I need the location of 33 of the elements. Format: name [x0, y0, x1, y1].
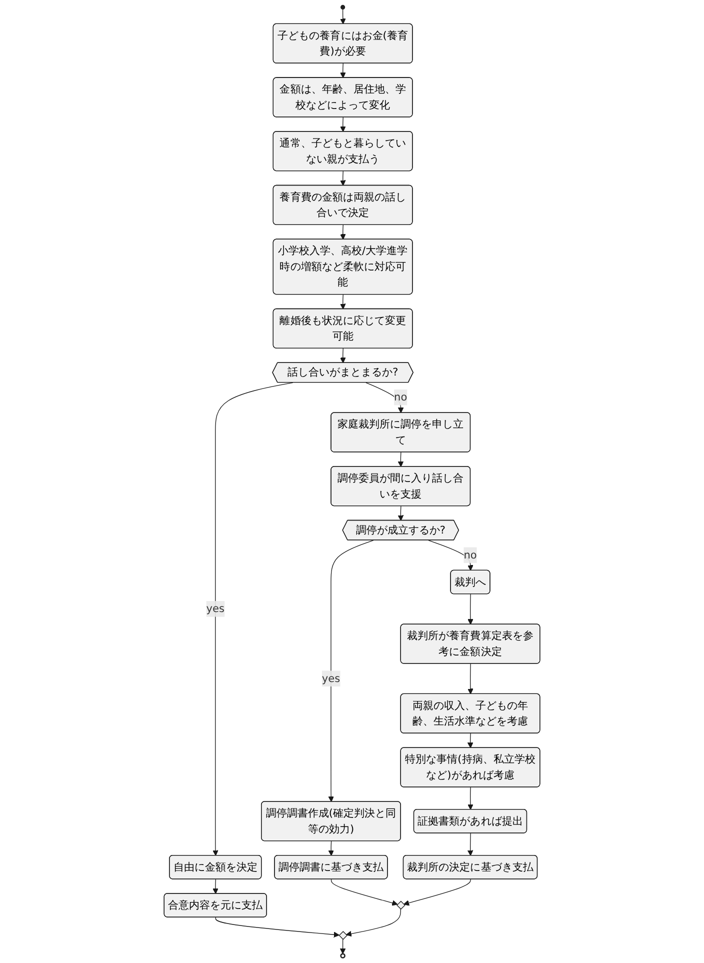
- arrow: [212, 382, 294, 856]
- arrow: [340, 939, 346, 954]
- arrow: [468, 663, 474, 694]
- node-diamond: [396, 900, 406, 910]
- arrow: [467, 733, 474, 748]
- arrow: [398, 506, 404, 521]
- arrow: [330, 878, 398, 906]
- arrow: [328, 540, 374, 802]
- arrow: [468, 786, 474, 810]
- arrow: [340, 63, 346, 78]
- arrow: [215, 917, 340, 938]
- edge-label: no: [464, 548, 477, 561]
- arrow: [212, 878, 218, 894]
- arrow: [428, 540, 474, 571]
- arrow: [340, 116, 346, 132]
- arrow: [467, 832, 474, 856]
- node-diamond: [338, 931, 348, 940]
- arrow: [403, 878, 471, 906]
- node-circle: [340, 4, 346, 10]
- arrow: [468, 594, 474, 625]
- arrow: [340, 224, 346, 240]
- arrow: [346, 908, 401, 937]
- node-circle: [340, 953, 346, 958]
- arrow: [340, 348, 346, 364]
- edge-label: yes: [206, 602, 224, 615]
- arrow: [340, 8, 346, 24]
- arrow: [340, 294, 346, 310]
- arrow: [398, 452, 404, 467]
- edge-label: no: [394, 390, 408, 404]
- arrow: [328, 840, 334, 856]
- arrow: [340, 170, 346, 186]
- arrow: [366, 382, 404, 414]
- edge-label: yes: [322, 672, 340, 684]
